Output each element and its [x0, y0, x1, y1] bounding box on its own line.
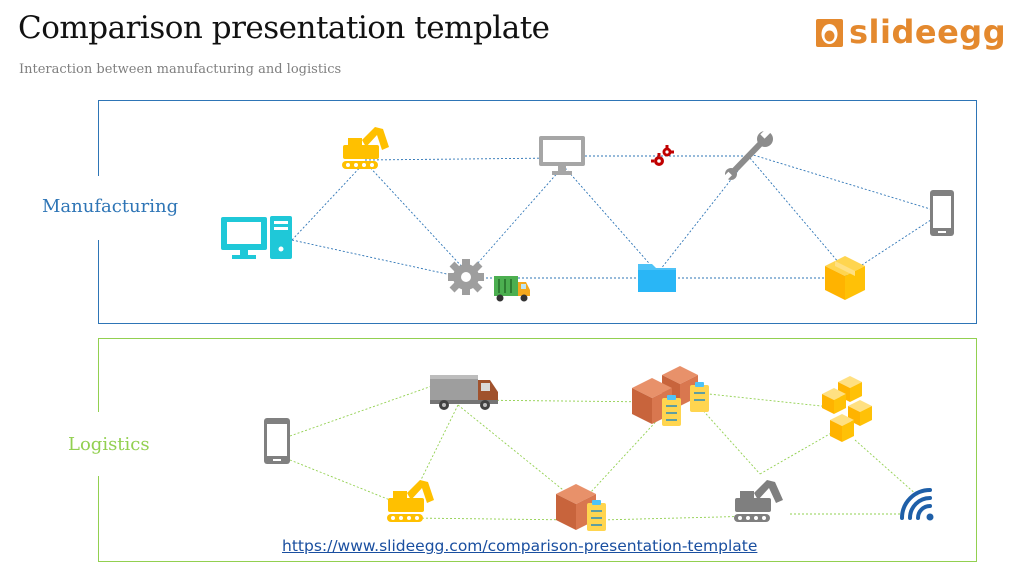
folder-icon: [638, 264, 676, 292]
gear-icon: [448, 259, 484, 295]
panel-border-gap: [93, 176, 107, 240]
slide-title: Comparison presentation template: [18, 10, 550, 46]
desktop-computer-icon: [221, 216, 292, 259]
excavator-icon: [342, 127, 389, 169]
gears-icon: [651, 145, 674, 166]
smartphone-icon: [930, 190, 954, 236]
smartphone-icon: [264, 418, 290, 464]
template-link[interactable]: https://www.slideegg.com/comparison-pres…: [282, 537, 758, 555]
egg-icon: [816, 19, 843, 47]
section-label-manufacturing: Manufacturing: [42, 196, 179, 217]
slide-subtitle: Interaction between manufacturing and lo…: [19, 62, 342, 77]
monitor-icon: [539, 136, 585, 175]
section-label-logistics: Logistics: [68, 434, 150, 455]
wrench-icon: [722, 128, 773, 181]
package-checklist-icon: [556, 484, 606, 531]
slideegg-logo[interactable]: slideegg: [815, 13, 1006, 53]
logo-text: slideegg: [849, 13, 1007, 51]
excavator-gray-icon: [734, 480, 783, 522]
packages-checklist-icon: [632, 366, 709, 426]
panel-border-gap: [93, 412, 107, 476]
wifi-icon: [900, 488, 934, 521]
garbage-truck-icon: [494, 276, 530, 302]
box-icon: [825, 256, 865, 300]
delivery-truck-icon: [430, 375, 498, 410]
boxes-stack-icon: [822, 376, 872, 442]
excavator-icon: [387, 480, 434, 522]
manufacturing-connectors: [291, 153, 941, 279]
